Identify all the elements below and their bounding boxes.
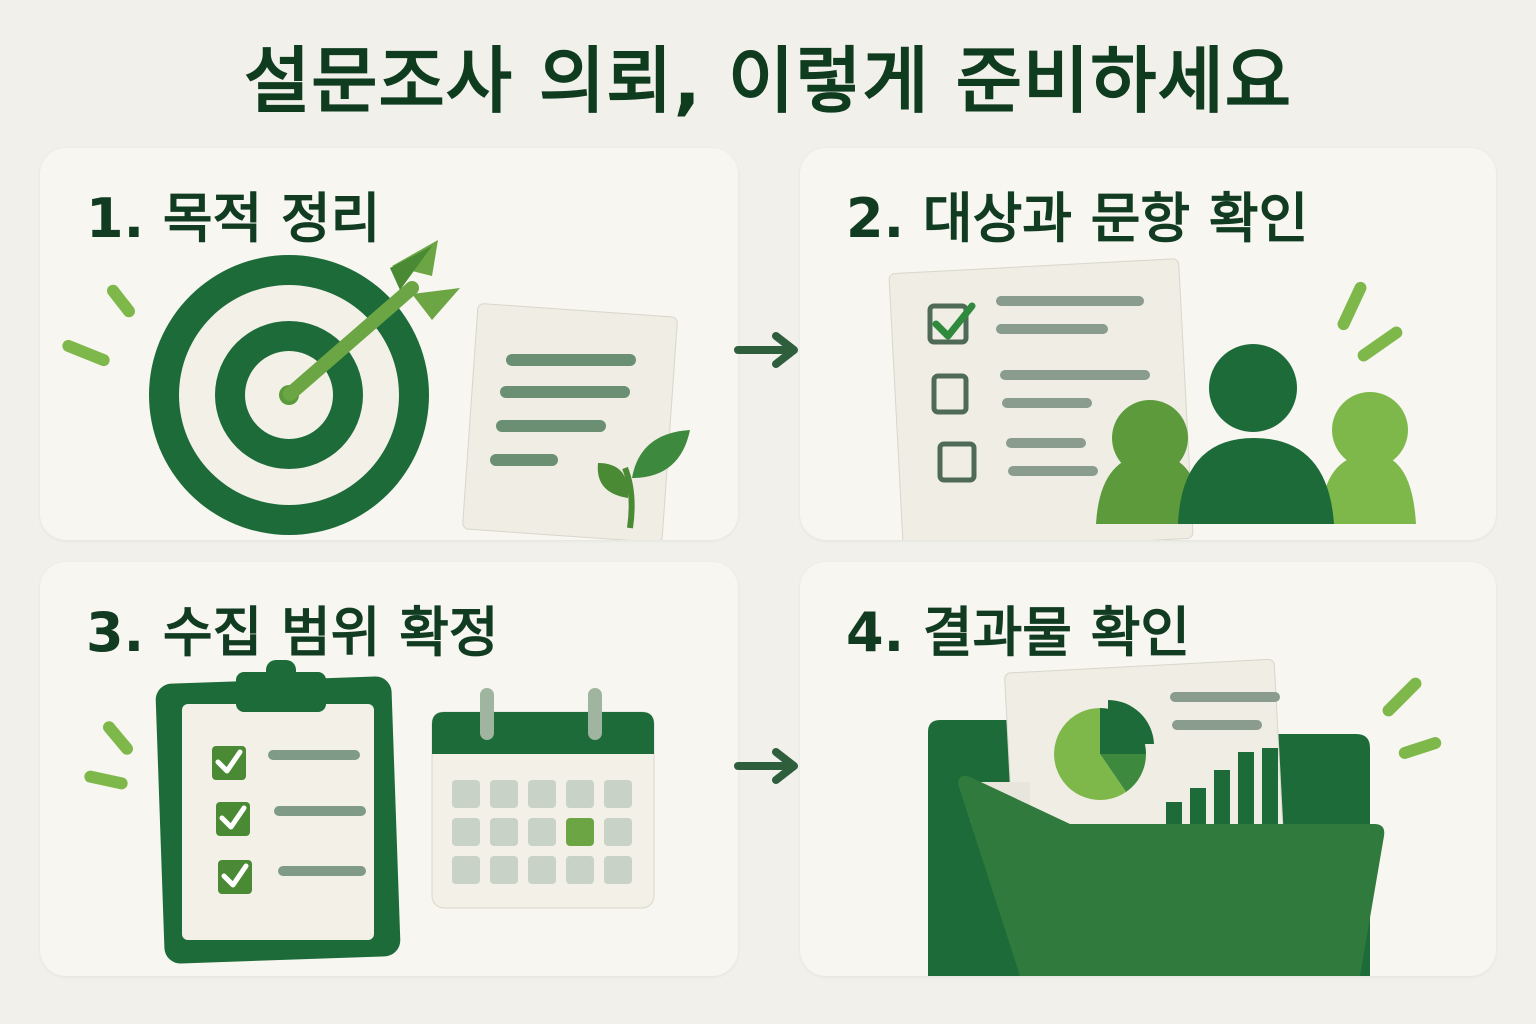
leaf-icon [597,430,690,529]
calendar-day [604,780,632,808]
pie-chart-icon [1054,700,1154,800]
calendar-grid [452,780,632,884]
calendar-day [452,780,480,808]
folder-front-icon [958,775,1385,976]
step-card-4: 4. 결과물 확인 [800,562,1496,976]
step-card-2: 2. 대상과 문항 확인 [800,148,1496,540]
calendar-day [490,780,518,808]
calendar-day [528,856,556,884]
calendar-day [490,856,518,884]
calendar-day [566,780,594,808]
arrow-right-icon-2 [734,748,798,784]
step-3-title: 3. 수집 범위 확정 [86,601,499,664]
calendar-day [604,818,632,846]
calendar-icon [431,688,655,909]
sparkle-icon [1382,677,1442,759]
bar-chart-icon [1166,748,1278,830]
step-2-title: 2. 대상과 문항 확인 [846,187,1309,250]
calendar-day [528,780,556,808]
page-title: 설문조사 의뢰, 이렇게 준비하세요 [244,39,1292,123]
step-card-1: 1. 목적 정리 [40,148,738,540]
calendar-day [490,818,518,846]
document-icon [462,303,678,540]
sparkle-icon [62,284,136,367]
step-1-title: 1. 목적 정리 [86,187,381,250]
step-4-title: 4. 결과물 확인 [846,601,1191,664]
arrow-icon [283,240,460,401]
calendar-day [566,856,594,884]
step-card-3: 3. 수집 범위 확정 [40,562,738,976]
people-icon [1096,344,1416,524]
clipboard-icon [155,660,401,964]
calendar-day [604,856,632,884]
calendar-day [452,818,480,846]
sparkle-icon [1337,281,1403,362]
calendar-day [452,856,480,884]
calendar-day [528,818,556,846]
sparkle-icon [84,721,133,790]
calendar-selected-day [566,818,594,846]
arrow-right-icon-1 [734,332,798,368]
